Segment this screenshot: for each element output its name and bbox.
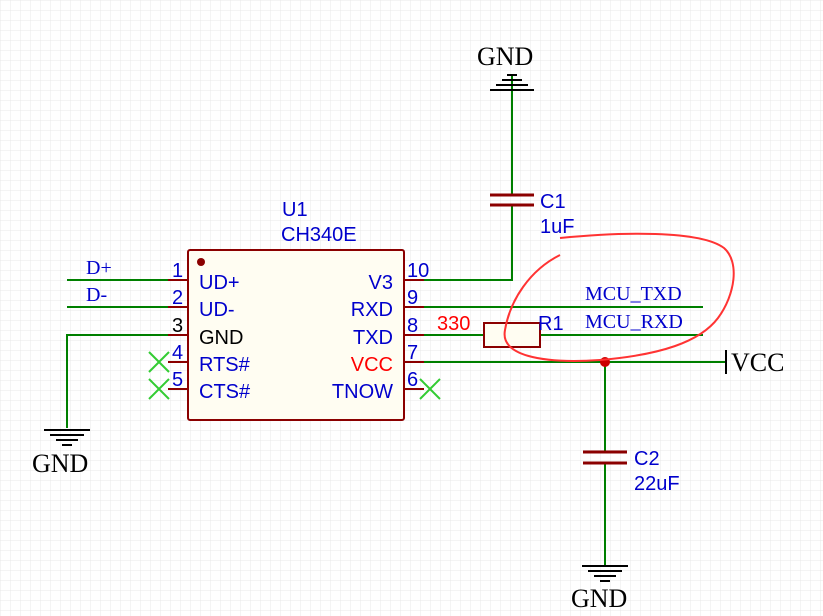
r1-designator: R1: [538, 313, 564, 335]
gnd-symbol-top[interactable]: [490, 74, 534, 91]
capacitor-c2[interactable]: C2 22uF: [583, 448, 680, 495]
c1-designator: C1: [540, 191, 566, 213]
pin-number: 3: [172, 315, 183, 337]
pin-name: UD+: [199, 272, 240, 294]
net-label-d-plus[interactable]: D+: [86, 257, 112, 279]
pin-name: UD-: [199, 299, 235, 321]
vcc-label: VCC: [731, 348, 784, 377]
power-port-vcc[interactable]: VCC: [725, 348, 784, 377]
pin-name: RXD: [351, 299, 393, 321]
pin-number: 1: [172, 260, 183, 282]
pin-name: RTS#: [199, 354, 251, 376]
wire-gnd-left[interactable]: [66, 334, 168, 428]
net-label-mcu-rxd[interactable]: MCU_RXD: [585, 311, 683, 333]
pin-name: VCC: [351, 354, 393, 376]
pin-number: 6: [407, 369, 418, 391]
pin-name: TNOW: [332, 381, 393, 403]
net-label-d-minus[interactable]: D-: [86, 284, 107, 306]
no-connect-x-pin6: [419, 378, 441, 400]
wires: [66, 90, 725, 565]
c2-value: 22uF: [634, 473, 680, 495]
u1-part: CH340E: [281, 224, 357, 246]
gnd-symbol-left[interactable]: [44, 429, 90, 446]
no-connect-x-pin5: [148, 378, 170, 400]
c1-value: 1uF: [540, 216, 574, 238]
pin-name: V3: [369, 272, 393, 294]
pin-number: 2: [172, 287, 183, 309]
pin-name: TXD: [353, 327, 393, 349]
u1-designator: U1: [282, 199, 308, 221]
resistor-r1[interactable]: 330 R1: [437, 313, 564, 348]
pin1-marker: [197, 258, 205, 266]
gnd-label-top: GND: [477, 42, 533, 71]
highlight-circle-annotation: [503, 232, 735, 362]
capacitor-c1[interactable]: C1 1uF: [490, 191, 574, 238]
r1-body: [483, 322, 541, 348]
pin-number: 5: [172, 369, 183, 391]
gnd-symbol-bottom[interactable]: [582, 565, 628, 582]
pin-number: 8: [407, 315, 418, 337]
gnd-label-bottom: GND: [571, 584, 627, 613]
pin-name: CTS#: [199, 381, 251, 403]
pin-number: 7: [407, 342, 418, 364]
c2-designator: C2: [634, 448, 660, 470]
gnd-label-left: GND: [32, 449, 88, 478]
ic-u1[interactable]: U1 CH340E 1 2 3 4 5 UD+ UD- GND: [168, 199, 429, 421]
net-label-mcu-txd[interactable]: MCU_TXD: [585, 283, 682, 305]
r1-value: 330: [437, 313, 470, 335]
no-connect-markers: [148, 351, 441, 400]
no-connect-x-pin4: [148, 351, 170, 373]
wire-v3-c1[interactable]: [420, 205, 513, 281]
pin-number: 4: [172, 342, 183, 364]
pin-number: 10: [407, 260, 429, 282]
pin-number: 9: [407, 287, 418, 309]
pin-name: GND: [199, 327, 243, 349]
